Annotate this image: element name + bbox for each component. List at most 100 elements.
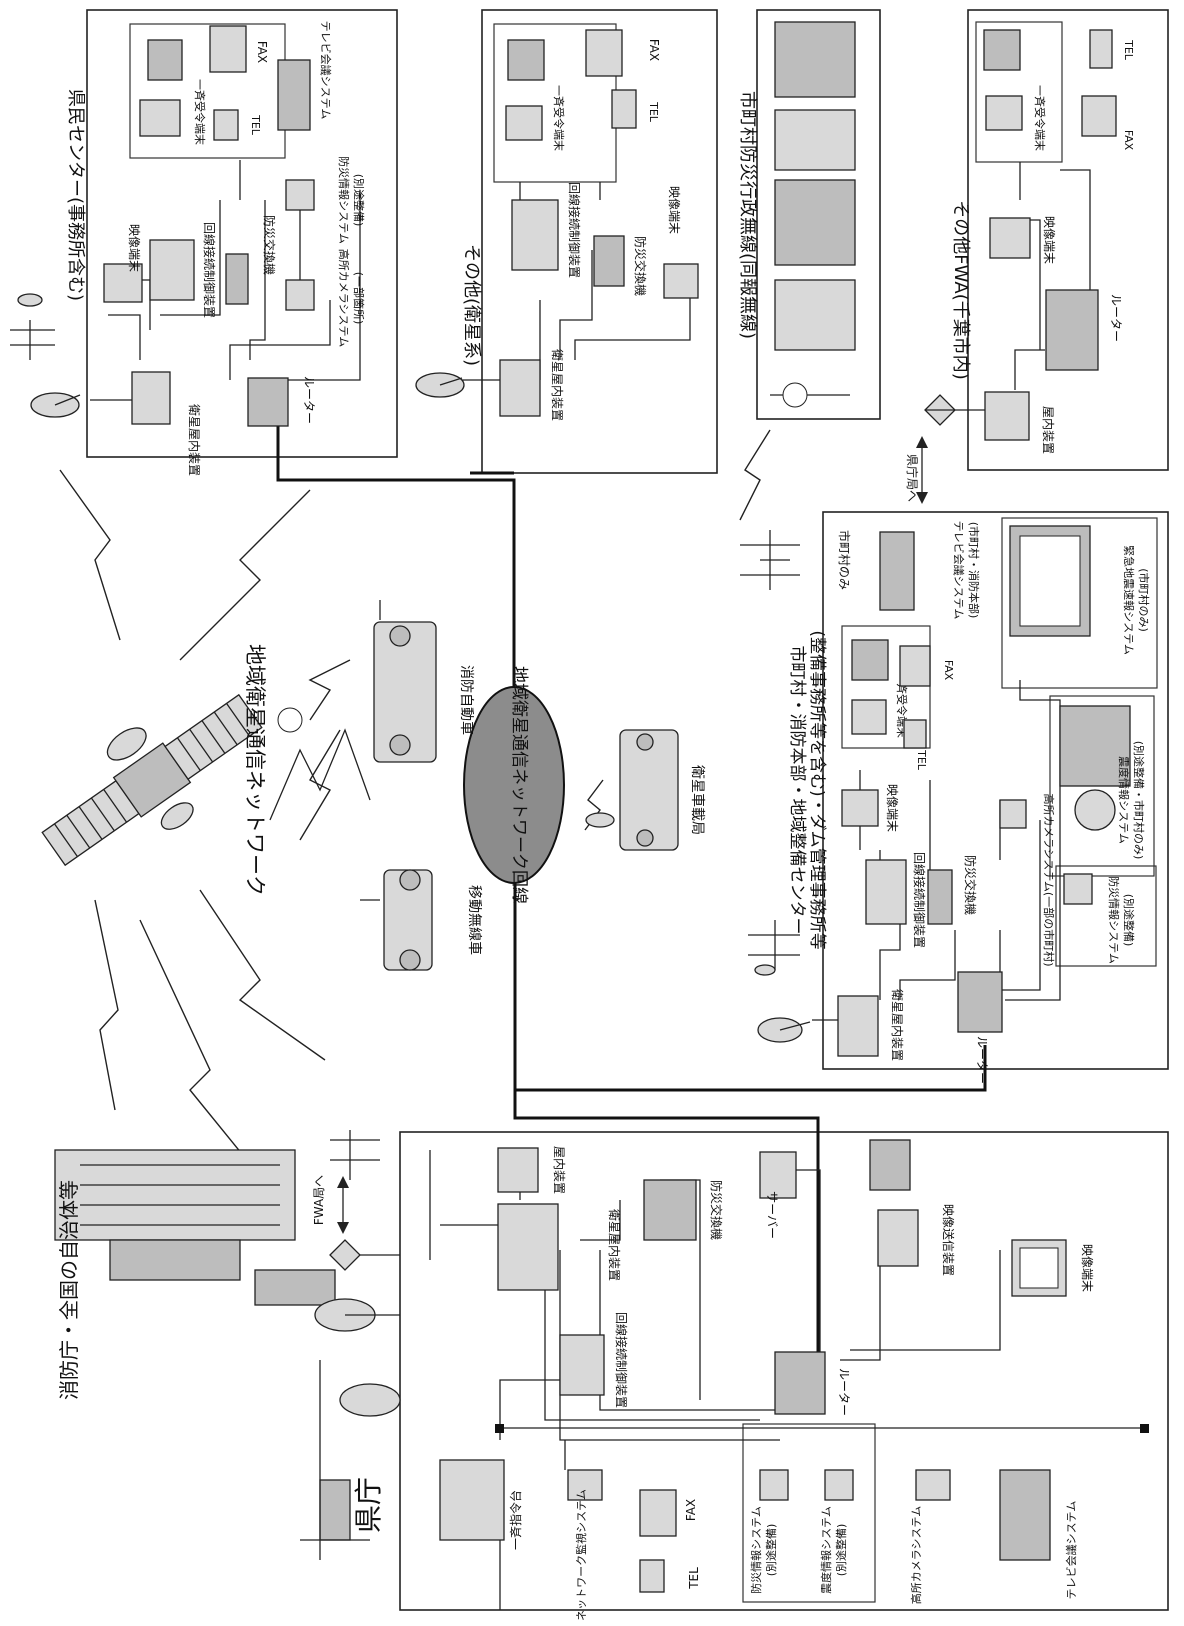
citizen-fax-label: FAX — [255, 41, 269, 63]
citizen-broadcast-terminal-label: 一斉受令端末 — [193, 79, 207, 145]
others-fwa-title: その他FWA(千葉市内) — [950, 200, 971, 380]
radio-link-citizen-2 — [180, 490, 310, 660]
fwa-broadcast-terminal-label: 一斉受令端末 — [1033, 85, 1047, 151]
satellite-icon — [22, 665, 282, 893]
fwa-to-pref-label: 県庁局へ — [905, 454, 919, 502]
citizen-sat-indoor-unit-device — [132, 372, 170, 424]
muni-seismic-info-note: (別途整備・市町村のみ) — [1132, 741, 1146, 860]
fwa-tel-device — [1090, 30, 1112, 68]
pref-disaster-info-note: (別途整備) — [764, 1524, 778, 1577]
muni-video-conference-note: (市町村・消防本部) — [967, 522, 981, 619]
citizen-hill-camera-device — [286, 280, 314, 310]
others-tel-label: TEL — [647, 101, 660, 123]
fwa-indoor-unit-device — [985, 392, 1029, 440]
muni-video-conference-device — [880, 532, 914, 610]
radio-link-muni-radio — [740, 430, 770, 520]
citizen-disaster-exchange-label: 防災交換機 — [262, 215, 277, 275]
pref-tel-device — [640, 1560, 664, 1592]
fire-truck-icon — [374, 600, 436, 762]
pref-router-label: ルーター — [837, 1368, 851, 1416]
muni-hill-camera-label: 高所カメラシステム(一部の市町村) — [1042, 793, 1056, 966]
pref-sat-indoor-unit-device — [498, 1204, 558, 1290]
citizen-tel-label: TEL — [249, 114, 262, 136]
muni-seismic-info-dial — [1075, 790, 1115, 830]
muni-disaster-exchange-label: 防災交換機 — [963, 855, 978, 915]
municipality-title: 市町村・消防本部・地域整備センター — [787, 646, 807, 935]
muni-video-terminal-label: 映像端末 — [885, 784, 899, 832]
citizen-video-conference-device — [278, 60, 310, 130]
fwa-broadcast-terminal-device — [986, 96, 1022, 130]
muni-disaster-info-note: (別途整備) — [1122, 894, 1136, 947]
network-title: 地域衛星通信ネットワーク — [243, 644, 267, 896]
muni-sat-indoor-unit-label: 衛星屋内装置 — [890, 989, 904, 1061]
others-sat-indoor-unit-label: 衛星屋内装置 — [550, 349, 564, 421]
muni-sat-indoor-unit-device — [838, 996, 878, 1056]
pref-router-device — [775, 1352, 825, 1414]
pref-video-camera-icon — [870, 1140, 910, 1190]
muni-wiring — [812, 680, 1060, 1020]
pref-disaster-exchange-device — [644, 1180, 696, 1240]
pref-fax-label: FAX — [684, 1499, 698, 1521]
fwa-fax-label: FAX — [1122, 130, 1135, 151]
pref-seismic-info-note: (別途整備) — [834, 1524, 848, 1577]
citizen-line-control-device — [150, 240, 194, 300]
citizen-disaster-info-note: (別途整備) — [352, 174, 366, 227]
pref-server-label: サーバー — [765, 1191, 779, 1239]
fwa-tel-label: TEL — [1122, 39, 1135, 61]
others-fax-device — [586, 30, 622, 76]
pref-seismic-info-device — [825, 1470, 853, 1500]
citizen-hill-camera-note: (一部箇所) — [352, 272, 366, 325]
citizen-disaster-info-device — [286, 180, 314, 210]
pref-fwa-arrowhead-up — [337, 1176, 349, 1188]
muni-fax-label: FAX — [942, 660, 955, 681]
pref-network-monitor-label: ネットワーク監視システム — [574, 1489, 588, 1621]
municipal-radio-scene-3 — [775, 22, 855, 97]
government-building-icon — [55, 1150, 335, 1305]
pref-video-conference-label: テレビ会議システム — [1064, 1501, 1078, 1600]
others-satellite-title: その他(衛星系) — [461, 244, 482, 366]
pref-lan-bus-end-1 — [495, 1424, 504, 1433]
citizen-broadcast-terminal-printer — [148, 40, 182, 80]
muni-disaster-info-label: 防災情報システム — [1107, 876, 1121, 964]
fwa-video-terminal-label: 映像端末 — [1042, 216, 1056, 264]
pref-hill-camera-device — [916, 1470, 950, 1500]
citizen-fax-device — [210, 26, 246, 72]
pref-video-terminal-screen — [1020, 1248, 1058, 1288]
others-dish-icon — [416, 373, 464, 397]
radio-link-citizen — [60, 470, 120, 640]
others-video-terminal-device — [664, 264, 698, 298]
muni-broadcast-terminal-device — [852, 700, 886, 734]
muni-line-control-device — [866, 860, 906, 924]
fwa-fax-device — [1082, 96, 1116, 136]
citizen-video-conference-label: テレビ会議システム — [319, 21, 333, 120]
pref-tower-icon — [330, 1130, 380, 1180]
muni-disaster-info-device — [1064, 874, 1092, 904]
muni-router-device — [958, 972, 1002, 1032]
pref-fwa-arrowhead-down — [337, 1222, 349, 1234]
citizen-hill-camera-label: 高所カメラシステム — [337, 249, 351, 347]
municipal-radio-scene-2 — [775, 110, 855, 170]
municipality-title2: (整備事務所等を含む)・ダム管理事務所等 — [807, 630, 827, 949]
citizen-disaster-exchange-device — [226, 254, 248, 304]
pref-fwa-antenna-icon — [330, 1240, 400, 1270]
pref-indoor-unit-label: 屋内装置 — [552, 1146, 566, 1194]
muni-hill-camera-device — [1000, 800, 1026, 828]
mobile-radio-car-label: 移動無線車 — [466, 885, 483, 955]
citizen-broadcast-terminal-device — [140, 100, 180, 136]
muni-disaster-exchange-device — [928, 870, 952, 924]
mobile-radio-car-icon — [360, 870, 432, 970]
muni-dish-icon — [758, 1018, 810, 1042]
citizen-router-device — [248, 378, 288, 426]
muni-router-label: ルーター — [975, 1036, 989, 1084]
pref-video-terminal-label: 映像端末 — [1080, 1244, 1094, 1292]
fwa-router-label: ルーター — [1109, 294, 1123, 342]
pref-fwa-to-label: FWA局へ — [312, 1175, 326, 1225]
municipal-radio-tower-icon — [740, 530, 800, 590]
muni-video-terminal-device — [842, 790, 878, 826]
others-tel-device — [612, 90, 636, 128]
fdma-national-label: 消防庁・全国の自治体等 — [57, 1180, 81, 1400]
municipal-radio-building — [775, 280, 855, 350]
citizen-line-control-label: 回線接続制御装置 — [202, 222, 217, 318]
citizen-center-title: 県民センター(事務所含む) — [65, 89, 86, 301]
